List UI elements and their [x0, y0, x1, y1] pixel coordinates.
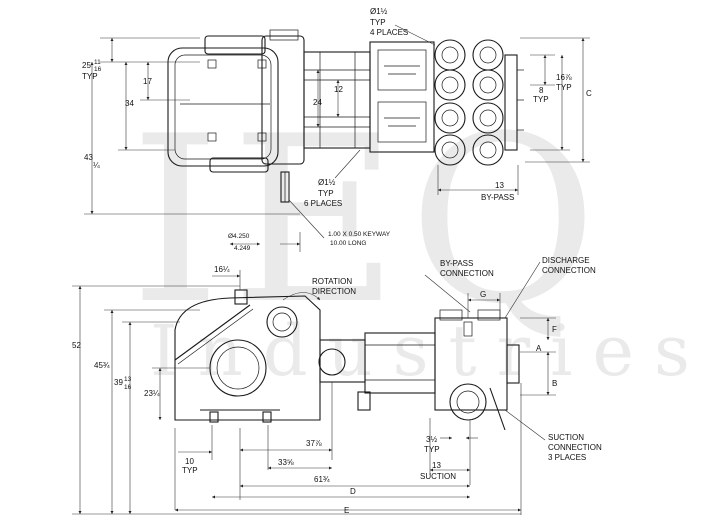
dim-3-1-2-label: 3½ [426, 435, 437, 444]
dim-16-7-8-label: 16⅞ [556, 73, 572, 82]
dia-top-label: Ø1½ [370, 7, 388, 16]
top-labels: 25 11 16 TYP 17 34 43 ¼ 12 24 Ø1½ TYP 4 … [82, 7, 592, 252]
watermark-letters: IEQ [130, 88, 607, 355]
places-4-label: 4 PLACES [370, 28, 408, 37]
suction-word-label: SUCTION [420, 472, 456, 481]
dim-e-label: E [344, 506, 349, 515]
top-dimensions [84, 24, 590, 252]
dim-25-label: 25 [82, 61, 91, 70]
side-view: 16¼ ROTATION DIRECTION 52 45¾ 39 13 16 2… [72, 256, 602, 515]
suction-conn-line-3: 3 PLACES [548, 453, 586, 462]
top-fluid-block [369, 41, 435, 153]
keyway-line-2: 10.00 LONG [330, 240, 367, 247]
side-dimensions [72, 261, 556, 515]
typ-3-label: TYP [424, 445, 440, 454]
typ-mid-label: TYP [318, 189, 334, 198]
top-valve-cluster [434, 39, 524, 166]
dim-52-label: 52 [72, 341, 81, 350]
dim-12-label: 12 [334, 85, 343, 94]
dim-13-top-label: 13 [495, 181, 504, 190]
dim-17-label: 17 [143, 77, 152, 86]
dim-37-7-8-label: 37⅞ [306, 439, 322, 448]
side-labels: 16¼ ROTATION DIRECTION 52 45¾ 39 13 16 2… [72, 256, 602, 515]
dim-13-suction-label: 13 [432, 461, 441, 470]
discharge-line-1: DISCHARGE [542, 256, 590, 265]
bypass-conn-line-2: CONNECTION [440, 269, 494, 278]
rotation-line-2: DIRECTION [312, 287, 356, 296]
suction-conn-line-2: CONNECTION [548, 443, 602, 452]
top-view: 25 11 16 TYP 17 34 43 ¼ 12 24 Ø1½ TYP 4 … [82, 7, 592, 252]
dim-33-5-8-label: 33⅝ [278, 458, 294, 467]
dim-c-label: C [586, 89, 592, 98]
dim-24-label: 24 [313, 98, 322, 107]
shaft-dia-line-2: 4.249 [234, 245, 251, 252]
dim-61-3-4-label: 61¾ [314, 475, 330, 484]
keyway-line-1: 1.00 X 0.50 KEYWAY [328, 231, 391, 238]
dim-d-label: D [350, 487, 356, 496]
typ-10-label: TYP [182, 466, 198, 475]
typ-r2-label: TYP [533, 95, 549, 104]
dim-39-label: 39 [114, 378, 123, 387]
dim-8-label: 8 [539, 86, 544, 95]
shaft-dia-line-1: Ø4.250 [228, 233, 250, 240]
dim-g-label: G [480, 290, 486, 299]
dim-34-label: 34 [125, 99, 134, 108]
dim-43-fraction: ¼ [93, 161, 100, 170]
side-fluid-end [434, 309, 520, 431]
dim-23-1-4-label: 23¼ [144, 389, 160, 398]
top-shaft [280, 171, 290, 203]
dia-mid-label: Ø1½ [318, 178, 336, 187]
dim-16-1-4-label: 16¼ [214, 265, 230, 274]
dim-43-label: 43 [84, 153, 93, 162]
rotation-line-1: ROTATION [312, 277, 352, 286]
typ-top-label: TYP [370, 18, 386, 27]
dim-39-numerator: 13 [124, 376, 132, 383]
rotation-arrow [282, 292, 321, 301]
suction-conn-line-1: SUCTION [548, 433, 584, 442]
typ-left-label: TYP [82, 72, 98, 81]
watermark: IEQ Industries [130, 88, 710, 392]
dim-f-label: F [552, 325, 557, 334]
bypass-conn-line-1: BY-PASS [440, 259, 473, 268]
dim-25-numerator: 11 [94, 59, 101, 66]
dim-45-3-4-label: 45¾ [94, 361, 110, 370]
dim-25-denominator: 16 [94, 66, 102, 73]
places-6-label: 6 PLACES [304, 199, 342, 208]
dim-10-label: 10 [185, 457, 194, 466]
dim-39-denominator: 16 [124, 384, 132, 391]
typ-r1-label: TYP [556, 83, 572, 92]
top-power-end [167, 29, 305, 173]
bypass-top-label: BY-PASS [481, 193, 514, 202]
dim-b-label: B [552, 379, 557, 388]
dim-a-label: A [536, 344, 542, 353]
watermark-word: Industries [150, 310, 710, 392]
discharge-line-2: CONNECTION [542, 266, 596, 275]
